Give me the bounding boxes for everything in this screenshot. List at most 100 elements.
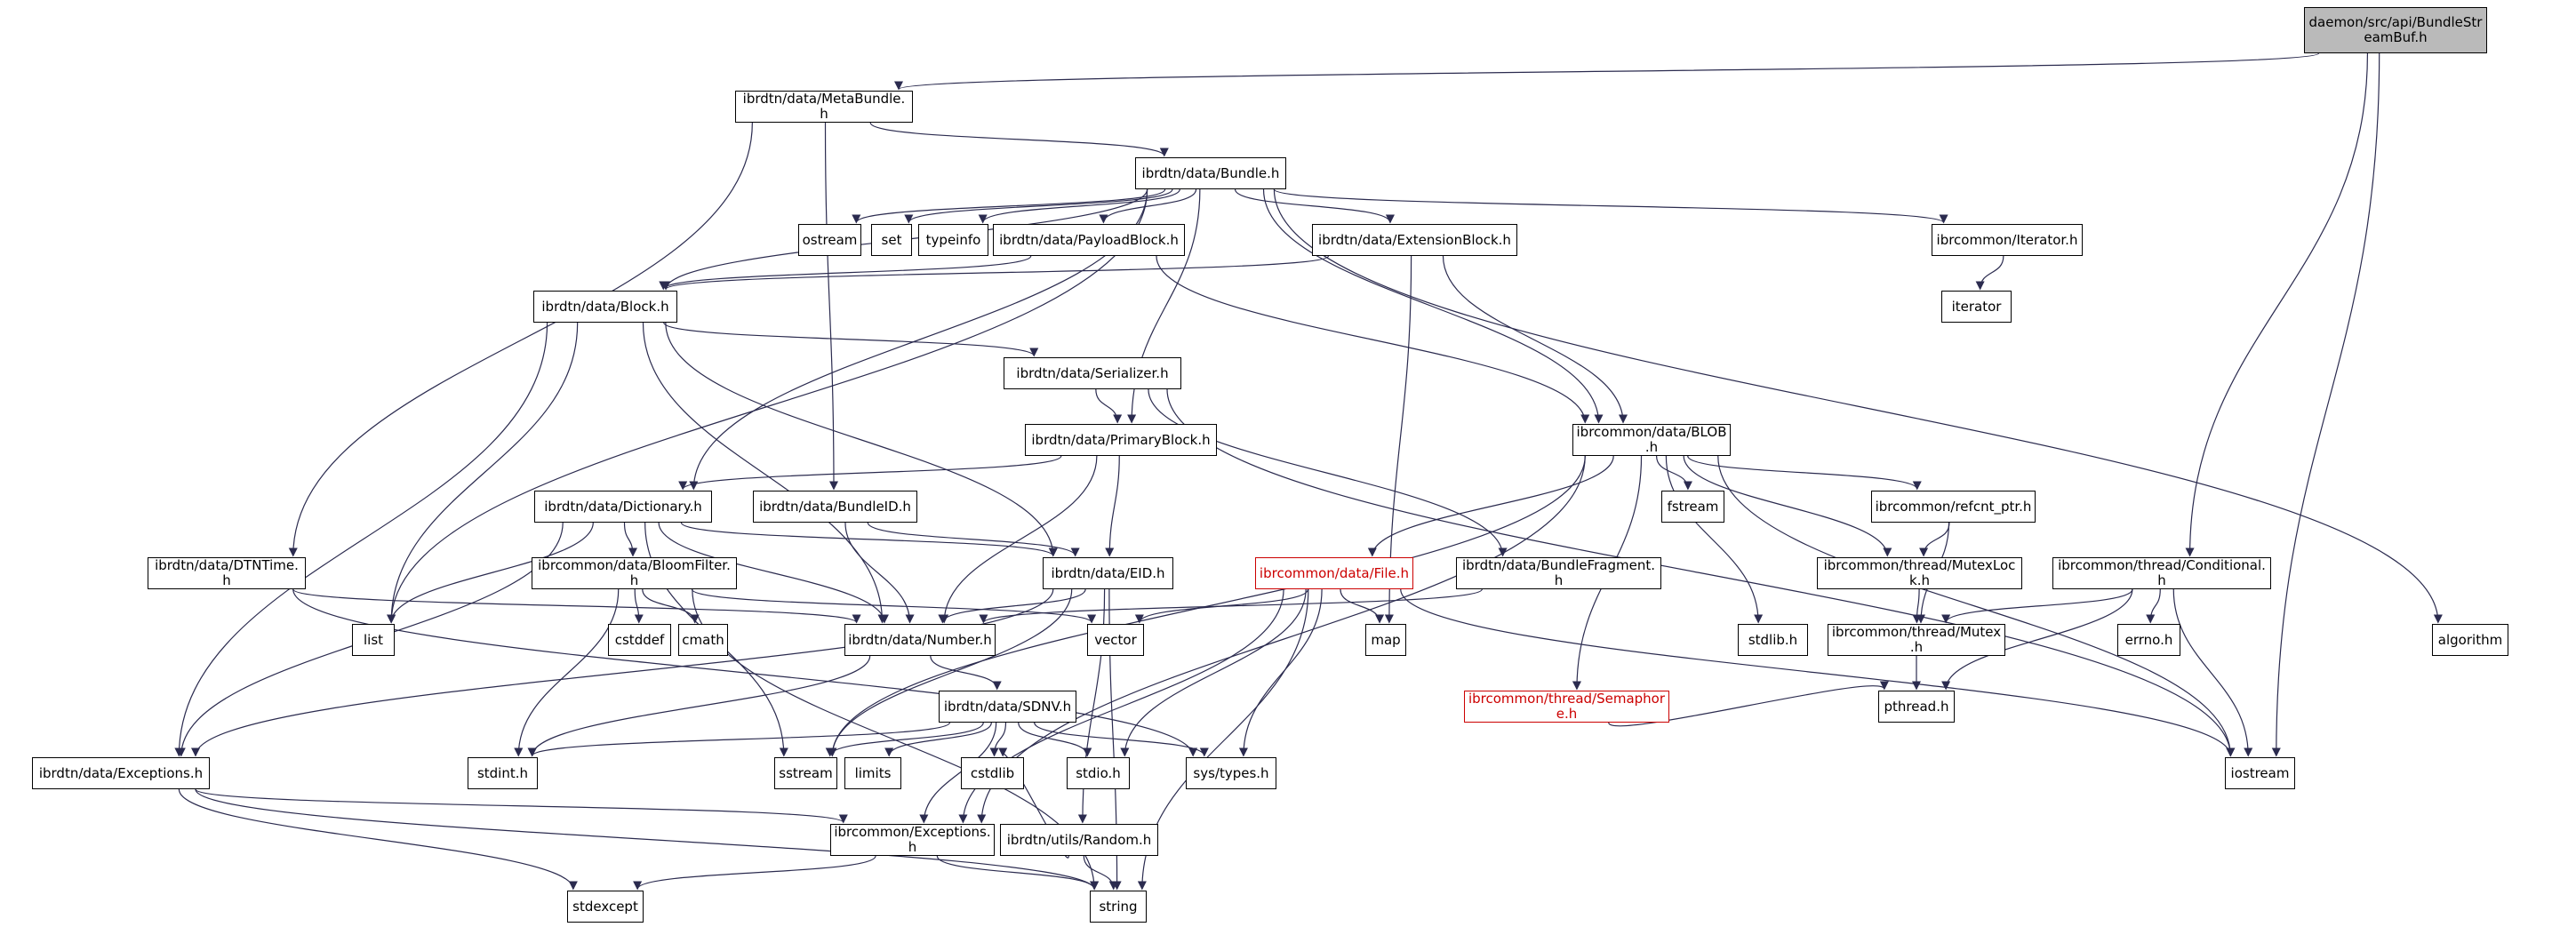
graph-node-pthread_h: pthread.h [1878,691,1955,723]
graph-node-label: ibrcommon/data/BloomFilter.h [538,557,731,588]
include-edge-block-to-eid [665,322,1058,557]
include-edge-bundleid-to-eid [867,522,1080,557]
graph-node-label: ibrdtn/data/DTNTime.h [155,557,299,588]
include-edge-payloadblock-to-blob [1156,255,1590,424]
graph-node-sstream: sstream [774,757,837,789]
graph-node-serializer[interactable]: ibrdtn/data/Serializer.h [1004,357,1181,389]
graph-node-sdnv[interactable]: ibrdtn/data/SDNV.h [939,691,1076,723]
include-edge-semaphore-to-pthread_h [1608,681,1889,727]
graph-node-ostream: ostream [798,224,861,256]
graph-node-label: ibrcommon/thread/MutexLock.h [1823,557,2016,588]
include-edge-file-to-string [1137,588,1309,891]
include-edge-dictionary-to-eid [680,522,1058,557]
graph-node-eid[interactable]: ibrdtn/data/EID.h [1043,557,1173,589]
graph-node-random[interactable]: ibrdtn/utils/Random.h [1000,824,1158,856]
include-edge-primaryblock-to-number [940,455,1098,624]
include-edge-metabundle-to-bundleid [824,122,839,491]
graph-node-exceptions_common[interactable]: ibrcommon/Exceptions.h [830,824,995,856]
graph-node-semaphore[interactable]: ibrcommon/thread/Semaphore.h [1464,691,1669,723]
graph-node-refcnt_ptr[interactable]: ibrcommon/refcnt_ptr.h [1871,491,2036,523]
include-edge-bundle-to-blob [1262,188,1604,424]
include-edge-serializer-to-bundlefragment [1148,388,1508,557]
include-edge-iterator_h-to-iterator [1975,255,2004,291]
include-edge-bundle-to-set [904,188,1173,224]
graph-node-metabundle[interactable]: ibrdtn/data/MetaBundle.h [735,91,913,123]
graph-node-label: stdint.h [476,764,529,781]
include-edge-bloomfilter-to-cstddef [634,588,644,624]
graph-node-blob[interactable]: ibrcommon/data/BLOB.h [1572,424,1731,456]
graph-node-label: ibrcommon/Exceptions.h [834,824,991,855]
include-edge-bundlestreambuf-to-metabundle [894,52,2320,91]
include-edge-bloomfilter-to-cmath [642,588,700,624]
include-edge-conditional-to-pthread_h [1941,588,2133,691]
include-edge-extensionblock-to-blob [1442,255,1628,424]
include-edge-primaryblock-to-eid [1105,455,1120,557]
include-edge-file-to-stdio_h [1120,588,1307,757]
graph-node-label: string [1099,898,1138,915]
graph-node-file[interactable]: ibrcommon/data/File.h [1255,557,1413,589]
include-edge-blob-to-fstream [1655,455,1693,491]
graph-node-label: errno.h [2124,631,2173,648]
graph-node-label: cmath [682,631,724,648]
graph-node-label: stdio.h [1076,764,1121,781]
graph-node-bundle[interactable]: ibrdtn/data/Bundle.h [1135,157,1286,189]
include-edge-block-to-number [642,322,887,624]
graph-node-payloadblock[interactable]: ibrdtn/data/PayloadBlock.h [993,224,1185,256]
graph-node-mutexlock[interactable]: ibrcommon/thread/MutexLock.h [1817,557,2022,589]
graph-node-errno_h: errno.h [2117,624,2180,656]
include-edge-blob-to-file [1367,455,1614,557]
graph-node-label: ibrdtn/data/PayloadBlock.h [999,231,1179,248]
include-edge-bundle-to-list [387,188,1148,624]
include-edge-eid-to-exceptions_dtn [191,588,1054,757]
include-edge-sdnv-to-stdint_h [527,722,950,757]
graph-node-label: limits [854,764,892,781]
include-edge-bundle-to-iterator_h [1273,188,1948,224]
graph-node-bundleid[interactable]: ibrdtn/data/BundleID.h [753,491,917,523]
include-edge-blob-to-iostream [1717,455,2236,757]
include-edge-blob-to-refcnt_ptr [1687,455,1922,491]
include-edge-blob-to-sstream [828,455,1586,757]
graph-node-bloomfilter[interactable]: ibrcommon/data/BloomFilter.h [532,557,737,589]
include-edge-dictionary-to-number [658,522,889,624]
graph-node-stdlib_h: stdlib.h [1738,624,1808,656]
include-edge-dtntime-to-number [292,588,861,624]
graph-node-dictionary[interactable]: ibrdtn/data/Dictionary.h [534,491,712,523]
include-edge-random-to-cstdlib [998,747,1069,859]
include-edge-metabundle-to-bundle [869,122,1169,157]
include-edge-serializer-to-iostream [1166,388,2236,757]
graph-node-conditional[interactable]: ibrcommon/thread/Conditional.h [2052,557,2271,589]
include-edge-bundlestreambuf-to-conditional [2185,52,2369,557]
graph-node-iterator_h[interactable]: ibrcommon/Iterator.h [1932,224,2083,256]
graph-node-label: ibrdtn/data/Bundle.h [1141,164,1280,181]
include-edge-exceptions_dtn-to-string [195,788,1100,891]
include-edge-bundleid-to-number [844,522,915,624]
include-edge-bloomfilter-to-vector [691,588,1097,624]
graph-node-bundlefragment[interactable]: ibrdtn/data/BundleFragment.h [1456,557,1661,589]
include-edge-conditional-to-mutex [1941,588,2133,624]
graph-node-typeinfo: typeinfo [918,224,988,256]
graph-node-extensionblock[interactable]: ibrdtn/data/ExtensionBlock.h [1312,224,1517,256]
include-edge-extensionblock-to-block [661,255,1330,291]
include-edge-bundle-to-ostream [852,188,1166,224]
graph-node-block[interactable]: ibrdtn/data/Block.h [533,291,677,323]
include-edge-payloadblock-to-block [659,255,1032,291]
graph-node-dtntime[interactable]: ibrdtn/data/DTNTime.h [148,557,306,589]
include-edge-bundlefragment-to-number [979,588,1483,624]
graph-node-number[interactable]: ibrdtn/data/Number.h [844,624,996,656]
graph-node-limits: limits [844,757,901,789]
graph-node-label: cstddef [614,631,665,648]
graph-node-label: ibrdtn/data/Dictionary.h [544,498,702,515]
graph-node-label: pthread.h [1884,698,1949,715]
graph-node-primaryblock[interactable]: ibrdtn/data/PrimaryBlock.h [1025,424,1217,456]
graph-node-exceptions_dtn[interactable]: ibrdtn/data/Exceptions.h [32,757,210,789]
graph-node-label: daemon/src/api/BundleStreamBuf.h [2308,14,2483,45]
include-edge-dictionary-to-list [387,522,594,624]
include-edge-eid-to-number [938,588,1086,624]
graph-node-mutex[interactable]: ibrcommon/thread/Mutex.h [1828,624,2005,656]
graph-node-iterator: iterator [1941,291,2012,323]
include-edge-bundle-to-payloadblock [1099,188,1197,224]
graph-node-label: ibrdtn/data/ExtensionBlock.h [1318,231,1511,248]
graph-node-label: ibrdtn/data/BundleFragment.h [1461,557,1656,588]
